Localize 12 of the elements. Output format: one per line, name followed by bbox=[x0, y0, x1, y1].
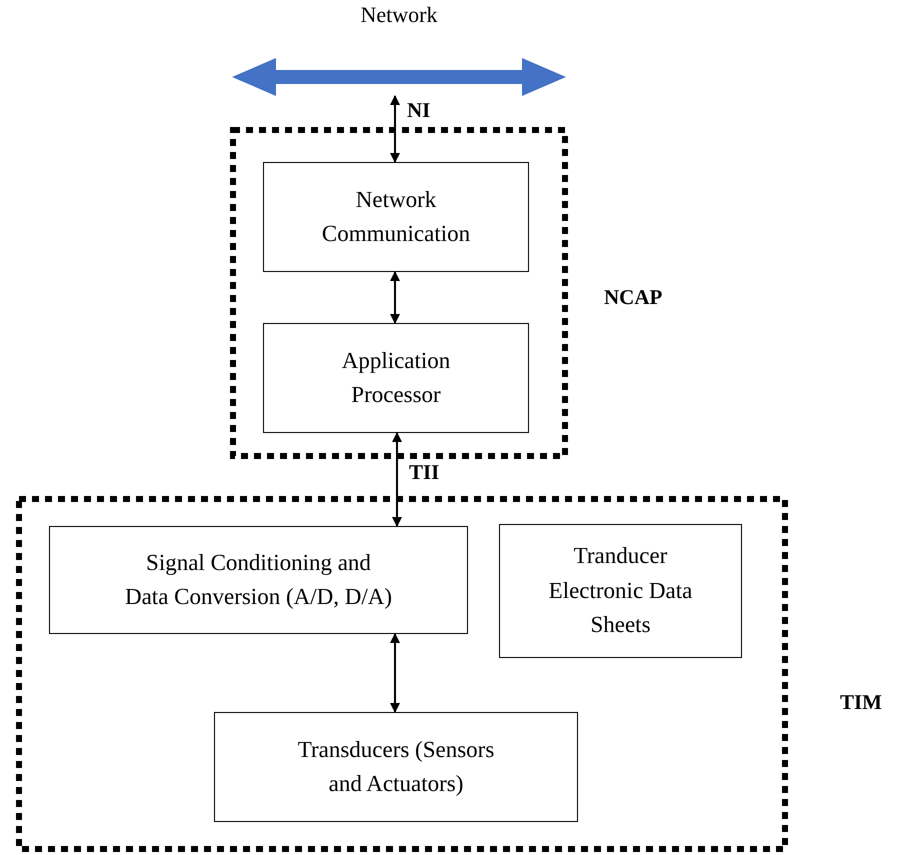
process-box: Application Processor bbox=[263, 323, 529, 433]
network-label: Network bbox=[360, 4, 438, 26]
double-arrow-connector bbox=[392, 432, 402, 527]
double-arrow-connector bbox=[390, 271, 400, 324]
process-box: Transducers (Sensors and Actuators) bbox=[214, 712, 578, 822]
group-label: NCAP bbox=[604, 287, 662, 308]
group-label: TIM bbox=[840, 692, 882, 713]
double-arrow-connector bbox=[390, 95, 400, 163]
double-arrow-connector bbox=[390, 633, 400, 713]
process-box: Signal Conditioning and Data Conversion (A/D, D/A) bbox=[49, 526, 468, 634]
process-box: Network Communication bbox=[263, 162, 529, 272]
process-box: Tranducer Electronic Data Sheets bbox=[499, 524, 742, 658]
